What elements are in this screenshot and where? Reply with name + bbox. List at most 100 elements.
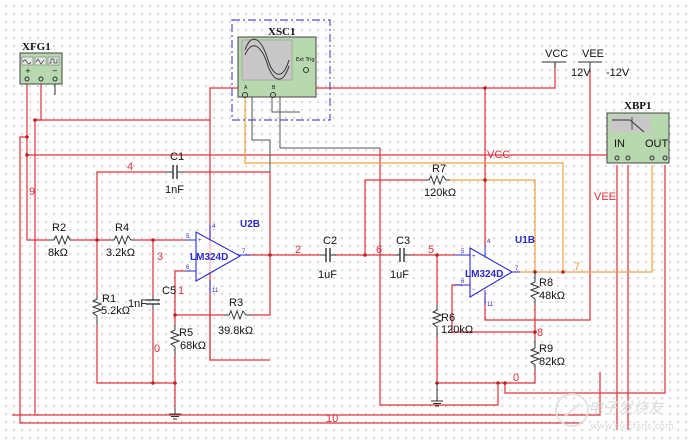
r4-value: 3.2kΩ <box>106 247 135 259</box>
resistor-r6[interactable]: R6 120kΩ <box>431 305 473 338</box>
vee-value: -12V <box>606 67 630 79</box>
r6-value: 120kΩ <box>441 324 473 336</box>
vcc-net-label: VCC <box>487 149 510 161</box>
wire-net0-right <box>504 165 666 394</box>
u1b-pin4: 4 <box>487 239 491 245</box>
xfg1-plus-terminal[interactable] <box>24 76 30 82</box>
resistor-r8[interactable]: R8 48kΩ <box>529 272 565 305</box>
bode-in-label: IN <box>614 138 625 150</box>
capacitor-c2[interactable]: C2 1uF <box>318 235 337 281</box>
wire-scope-a <box>244 97 564 273</box>
opamp-u2b[interactable]: + − 5 6 4 11 7 LM324D U2B <box>186 219 260 294</box>
resistor-r9[interactable]: R9 82kΩ <box>529 340 565 370</box>
r2-ref: R2 <box>52 222 66 234</box>
bode-out-label: OUT <box>645 138 669 150</box>
oscilloscope-xsc1[interactable]: XSC1 Ext Trig A B <box>231 19 331 121</box>
u1b-pin7: 7 <box>515 266 519 272</box>
capacitor-c5[interactable]: C5 1nF <box>128 285 176 310</box>
triangle-wave-icon[interactable] <box>34 56 47 66</box>
c2-ref: C2 <box>323 235 337 247</box>
ext-trig-terminal[interactable] <box>303 67 309 73</box>
net-1-label: 1 <box>178 285 184 297</box>
net-0b-label: 0 <box>513 372 519 384</box>
wire-top-line <box>35 87 240 121</box>
resistor-r7[interactable]: R7 120kΩ <box>424 163 456 199</box>
r6-ref: R6 <box>441 312 455 324</box>
resistor-r4[interactable]: R4 3.2kΩ <box>106 222 135 259</box>
wires-red <box>12 62 666 430</box>
power-sources: VCC 12V VEE -12V <box>542 48 630 79</box>
sine-wave-icon[interactable] <box>21 56 34 66</box>
bode-in-plus-terminal[interactable] <box>614 155 620 161</box>
r3-ref: R3 <box>229 297 243 309</box>
svg-text:+: + <box>198 238 202 244</box>
u2b-ref: U2B <box>240 219 260 230</box>
u2b-pin4: 4 <box>212 224 216 230</box>
r7-value: 120kΩ <box>424 187 456 199</box>
resistor-r1[interactable]: R1 5.2kΩ <box>91 293 130 325</box>
wire-r6-bottom <box>436 338 498 384</box>
channel-b-label: B <box>272 85 276 91</box>
wire-r7-right <box>450 179 536 272</box>
u2b-pin11: 11 <box>212 288 219 294</box>
net-9-label: 9 <box>29 186 35 198</box>
wire-scope-b <box>271 97 300 113</box>
capacitor-c3[interactable]: C3 1uF <box>390 235 410 281</box>
xfg1-minus-label: − <box>52 67 58 75</box>
u1b-pin11: 11 <box>487 302 494 308</box>
c1-value: 1nF <box>165 184 184 196</box>
scope-wave-b <box>244 45 290 80</box>
watermark-url: www.elecfans.com <box>590 422 674 432</box>
resistor-r2[interactable]: R2 8kΩ <box>48 222 72 259</box>
u2b-part: LM324D <box>190 252 228 263</box>
r1-ref: R1 <box>102 293 116 305</box>
wire-net-1 <box>174 270 185 325</box>
xfg1-com-terminal[interactable] <box>38 76 44 82</box>
capacitor-c1[interactable]: C1 1nF <box>165 151 185 196</box>
wire-scope-a-ext <box>209 120 270 361</box>
c1-ref: C1 <box>170 151 184 163</box>
net-labels: 9 4 3 1 0 2 6 5 7 8 0 10 VCC VEE <box>29 149 616 425</box>
u1b-part: LM324D <box>465 269 503 280</box>
r3-value: 39.8kΩ <box>218 325 253 337</box>
net-0-label: 0 <box>154 343 160 355</box>
function-generator-xfg1[interactable]: XFG1 + − <box>19 41 63 95</box>
channel-a-label: A <box>244 85 248 91</box>
wire-r3-right <box>252 255 271 316</box>
resistor-r5[interactable]: R5 68kΩ <box>169 325 206 355</box>
channel-a-terminal[interactable] <box>242 92 248 98</box>
channel-b-terminal[interactable] <box>270 92 276 98</box>
wire-net-9 <box>26 137 50 241</box>
net-2-label: 2 <box>295 244 301 256</box>
xfg1-minus-terminal[interactable] <box>52 76 58 82</box>
wire-c1-top <box>27 154 631 160</box>
wire-vee <box>484 70 591 321</box>
wire-xfg-com <box>34 84 42 415</box>
bode-out-minus-terminal[interactable] <box>662 155 668 161</box>
net-3-label: 3 <box>157 251 163 263</box>
resistor-r3[interactable]: R3 39.8kΩ <box>218 297 253 337</box>
vcc-label: VCC <box>545 48 568 60</box>
bode-curve-icon <box>612 119 645 133</box>
square-wave-icon[interactable] <box>47 56 60 66</box>
bode-plotter-xbp1[interactable]: XBP1 IN OUT <box>606 100 670 164</box>
r8-ref: R8 <box>539 277 553 289</box>
net-7-label: 7 <box>574 261 580 273</box>
bode-out-plus-terminal[interactable] <box>649 155 655 161</box>
c2-value: 1uF <box>318 269 337 281</box>
u1b-pin5: 5 <box>461 249 465 255</box>
opamp-u1b[interactable]: + − 5 6 4 11 7 LM324D U1B <box>461 235 535 308</box>
u1b-ref: U1B <box>515 235 535 246</box>
wire-xfg-plus <box>19 84 28 142</box>
r5-value: 68kΩ <box>180 340 206 352</box>
r5-ref: R5 <box>179 327 193 339</box>
r9-value: 82kΩ <box>539 356 565 368</box>
wires-dark <box>251 97 380 172</box>
u1b-pin6: 6 <box>461 279 465 285</box>
wire-r1-bottom <box>96 325 175 384</box>
xsc1-label: XSC1 <box>268 26 296 38</box>
bode-in-minus-terminal[interactable] <box>625 155 631 161</box>
net-10-label: 10 <box>326 413 338 425</box>
bode-screen <box>611 116 651 132</box>
